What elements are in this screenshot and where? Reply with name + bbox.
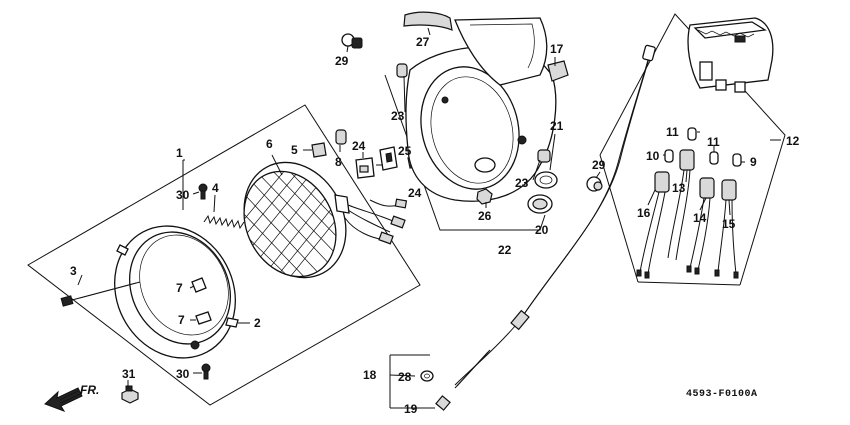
label-part-30a: 30 xyxy=(176,188,190,202)
screw-bottom xyxy=(201,363,211,380)
bulb-9 xyxy=(732,153,742,167)
washer-28 xyxy=(420,370,434,382)
label-part-28: 28 xyxy=(398,370,412,384)
label-part-7b: 7 xyxy=(178,313,185,327)
bushing-23-side xyxy=(537,149,551,163)
bulb-11b xyxy=(709,151,719,165)
headlight-case xyxy=(405,17,557,202)
label-part-29b: 29 xyxy=(592,158,606,172)
label-part-14: 14 xyxy=(693,211,707,225)
long-bolt xyxy=(60,281,141,307)
ring-21 xyxy=(534,171,558,189)
label-part-10: 10 xyxy=(646,149,660,163)
label-part-29a: 29 xyxy=(335,54,349,68)
label-part-2: 2 xyxy=(254,316,261,330)
clip-24a xyxy=(355,157,375,179)
label-part-30b: 30 xyxy=(176,367,190,381)
label-part-4: 4 xyxy=(212,181,219,195)
headlight-rim xyxy=(114,225,239,359)
grommet-29-right xyxy=(586,176,603,192)
label-part-7a: 7 xyxy=(176,281,183,295)
bulb-11a xyxy=(687,127,697,141)
label-part-12: 12 xyxy=(786,134,800,148)
bulb-10 xyxy=(664,149,674,163)
headlight-group-box xyxy=(27,104,421,406)
front-label: FR. xyxy=(80,383,99,397)
nut-26 xyxy=(476,188,493,205)
screw-top xyxy=(198,183,208,200)
label-part-27: 27 xyxy=(416,35,430,49)
label-part-24a: 24 xyxy=(352,139,366,153)
label-part-19: 19 xyxy=(404,402,418,416)
label-part-1: 1 xyxy=(176,146,183,160)
label-part-17: 17 xyxy=(550,42,564,56)
label-part-23a: 23 xyxy=(391,109,405,123)
label-part-15: 15 xyxy=(722,217,736,231)
label-part-11b: 11 xyxy=(707,135,720,149)
label-part-22: 22 xyxy=(498,243,512,257)
clip-25 xyxy=(379,146,398,171)
label-part-25: 25 xyxy=(398,144,412,158)
label-part-21: 21 xyxy=(550,119,564,133)
label-part-16: 16 xyxy=(637,206,651,220)
drawing-code: 4593-F0100A xyxy=(686,389,758,400)
label-part-24b: 24 xyxy=(408,186,422,200)
label-part-5: 5 xyxy=(291,143,298,157)
grommet-29-top xyxy=(341,33,363,49)
label-part-8: 8 xyxy=(335,155,342,169)
leader-lines xyxy=(77,27,781,409)
socket-14 xyxy=(686,177,715,275)
label-part-11a: 11 xyxy=(666,125,679,139)
collar-8 xyxy=(335,129,347,145)
headlight-unit xyxy=(239,155,408,289)
label-part-3: 3 xyxy=(70,264,77,278)
mount-bolt xyxy=(121,385,139,404)
speedometer-cable xyxy=(435,44,656,411)
front-direction-arrow: FR. xyxy=(44,383,99,412)
label-part-26: 26 xyxy=(478,209,492,223)
label-part-31: 31 xyxy=(122,367,136,381)
part-labels: 1 2 3 4 5 6 7 7 8 9 10 11 11 12 13 14 15… xyxy=(70,35,800,416)
bushing-23-top xyxy=(396,63,408,78)
meter-assembly xyxy=(687,17,774,93)
label-part-23b: 23 xyxy=(515,176,529,190)
label-part-18: 18 xyxy=(363,368,377,382)
label-part-6: 6 xyxy=(266,137,273,151)
clip-5 xyxy=(311,142,327,158)
rim-bracket xyxy=(191,277,212,325)
label-part-9: 9 xyxy=(750,155,757,169)
label-part-20: 20 xyxy=(535,223,549,237)
socket-13 xyxy=(667,149,695,261)
label-part-13: 13 xyxy=(672,181,686,195)
grommet-20 xyxy=(527,194,553,214)
socket-16 xyxy=(636,171,670,279)
emblem-27 xyxy=(403,11,453,31)
cap-17 xyxy=(547,60,569,82)
adjust-spring xyxy=(203,214,245,230)
